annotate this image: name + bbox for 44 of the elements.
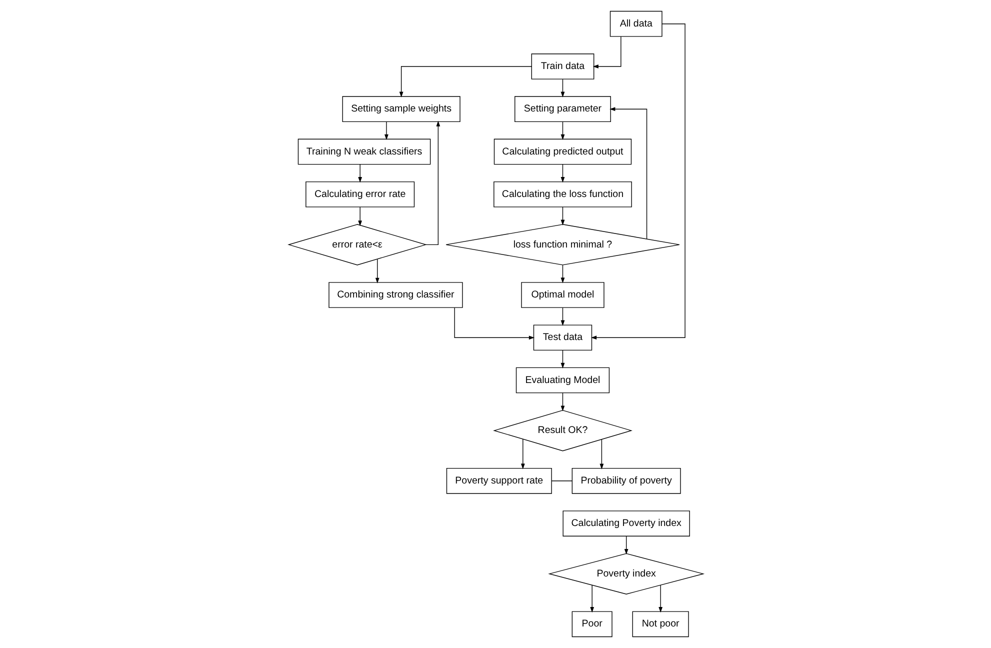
- arrow: [624, 536, 628, 555]
- arrow: [358, 206, 362, 226]
- connector: [550, 480, 572, 482]
- arrow: [658, 584, 662, 613]
- node-box: Optimal model: [520, 282, 604, 308]
- node-box: Probability of poverty: [571, 468, 680, 494]
- node-box: Setting sample weights: [342, 96, 460, 122]
- node-box: Train data: [530, 54, 594, 80]
- node-diamond: Poverty index: [548, 553, 704, 594]
- node-box: Setting parameter: [514, 96, 610, 122]
- arrow: [590, 24, 685, 340]
- node-box: Evaluating Model: [515, 367, 610, 394]
- arrow: [560, 164, 564, 183]
- arrow: [560, 350, 564, 369]
- node-diamond: Result OK?: [492, 410, 632, 452]
- node-box: Test data: [532, 324, 592, 351]
- arrow: [590, 584, 594, 613]
- arrow: [560, 206, 564, 226]
- node-box: Calculating predicted output: [493, 138, 632, 165]
- node-box: Combining strong classifier: [328, 282, 462, 308]
- arrow: [454, 307, 534, 340]
- node-box: Poor: [571, 611, 612, 638]
- arrow: [520, 438, 524, 470]
- node-box: Training N weak classifiers: [297, 138, 430, 165]
- arrow: [374, 258, 379, 284]
- arrow: [398, 66, 532, 98]
- node-diamond: loss function minimal ?: [445, 224, 680, 266]
- node-box: Calculating the loss function: [493, 181, 632, 208]
- node-box: All data: [609, 10, 662, 37]
- arrow: [560, 122, 564, 140]
- arrow: [384, 122, 388, 140]
- arrow: [358, 164, 362, 183]
- node-box: Calculating error rate: [305, 181, 414, 208]
- arrow: [560, 307, 564, 326]
- arrow: [560, 264, 564, 284]
- node-box: Not poor: [632, 611, 688, 638]
- arrow: [599, 438, 604, 470]
- arrow: [560, 78, 564, 98]
- node-diamond: error rate<ε: [287, 224, 426, 266]
- node-box: Calculating Poverty index: [562, 510, 690, 536]
- arrow: [560, 392, 564, 412]
- arrow: [609, 107, 647, 240]
- node-box: Poverty support rate: [446, 468, 552, 494]
- arrow: [592, 36, 621, 68]
